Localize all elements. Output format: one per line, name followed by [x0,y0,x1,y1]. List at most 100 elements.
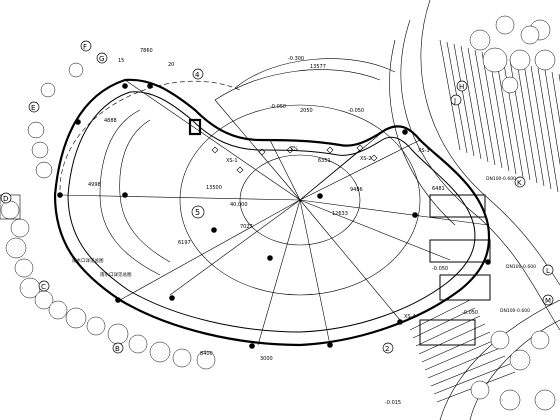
svg-text:DN100-0.600: DN100-0.600 [500,308,530,314]
svg-text:3000: 3000 [260,356,273,362]
spoke-line [257,199,301,346]
axis-G: G [96,52,108,64]
hatch-line [418,323,486,355]
svg-text:DN100-0.600: DN100-0.600 [506,264,536,270]
svg-text:K: K [517,179,522,187]
column-dot [317,193,323,199]
axis-C: C [38,280,50,292]
column-dot [249,343,255,349]
tree-symbol [172,348,192,368]
hatch-line [481,51,503,169]
column-dot [75,119,81,125]
svg-text:XS-3: XS-3 [418,148,430,154]
spoke-line [299,199,401,321]
svg-text:4: 4 [195,71,200,79]
tree-symbol [40,82,56,98]
equipment-blocks [0,118,491,346]
spoke-line [214,99,301,201]
svg-text:4888: 4888 [104,118,117,124]
svg-text:J: J [453,97,456,105]
hatch-line [544,69,560,166]
tree-symbol [27,121,45,139]
column-dot [267,255,273,261]
column-dot [115,297,121,303]
svg-text:7027: 7027 [240,224,253,230]
axis-K: K [514,176,526,188]
column-dot [57,192,63,198]
tree-symbol [128,334,148,354]
right-road-curves [389,0,560,420]
tree-symbol [35,161,53,179]
svg-text:40,000: 40,000 [230,202,248,208]
svg-text:7%: 7% [290,146,298,152]
svg-text:20: 20 [168,62,174,68]
tree-symbol [86,316,106,336]
svg-text:12633: 12633 [332,211,348,217]
svg-text:雨水口详见总图: 雨水口详见总图 [100,271,132,278]
column-points [57,83,491,349]
axis-E: E [28,101,40,113]
svg-text:-0.050: -0.050 [270,104,286,110]
hatch-line [474,49,496,166]
axis-H: H [456,80,468,92]
column-dot [327,342,333,348]
tree-symbol [5,237,27,259]
tree-symbol [0,200,20,220]
hatch-line [467,47,489,163]
svg-text:D: D [3,195,8,203]
svg-text:E: E [31,104,35,112]
column-dot [122,192,128,198]
svg-text:XS-1: XS-1 [226,158,238,164]
tree-symbol [31,141,49,159]
column-dot [122,83,128,89]
tree-symbol [534,49,556,71]
tree-symbols [0,15,556,411]
building-outline [53,78,491,347]
column-dot [402,129,408,135]
tree-symbol [68,62,84,78]
svg-text:2050: 2050 [300,108,313,114]
svg-text:9486: 9486 [350,187,363,193]
hatch-line [453,43,475,157]
svg-text:DN100-0.600: DN100-0.600 [486,176,516,182]
diamond-marker [258,148,266,156]
hatch-line [537,67,559,193]
svg-text:6197: 6197 [178,240,191,246]
svg-text:7860: 7860 [140,48,153,54]
column-dot [211,227,217,233]
spoke-line [169,199,301,296]
axis-L: L [542,264,554,276]
svg-text:8400: 8400 [200,351,213,357]
tree-symbol [196,350,216,370]
spoke-line [299,139,421,201]
diamond-marker [356,144,364,152]
column-dot [412,212,418,218]
hatch-line [516,61,538,184]
tree-symbol [534,389,556,411]
svg-text:6481: 6481 [432,186,445,192]
svg-text:F: F [83,43,87,51]
svg-text:2: 2 [385,345,389,353]
svg-text:13577: 13577 [310,64,326,70]
hatch-line [523,63,545,187]
axis-4: 4 [192,68,204,80]
hatch-line [433,363,511,395]
axis-F: F [80,40,92,52]
hatch-line [439,39,461,151]
svg-text:H: H [459,83,464,91]
tree-symbol [499,389,521,411]
svg-text:-0.015: -0.015 [385,400,401,406]
column-dot [397,319,403,325]
hatch-line [427,347,501,379]
svg-text:6351: 6351 [318,158,331,164]
svg-text:C: C [41,283,46,291]
tree-symbol [470,380,490,400]
axis-2: 2 [382,342,394,354]
svg-text:M: M [545,297,551,305]
spoke-line [299,199,451,261]
hatch-line [412,307,476,339]
svg-text:-0.300: -0.300 [288,56,304,62]
spoke-line [124,79,301,201]
spoke-line [269,139,301,201]
tree-symbol [482,47,508,73]
